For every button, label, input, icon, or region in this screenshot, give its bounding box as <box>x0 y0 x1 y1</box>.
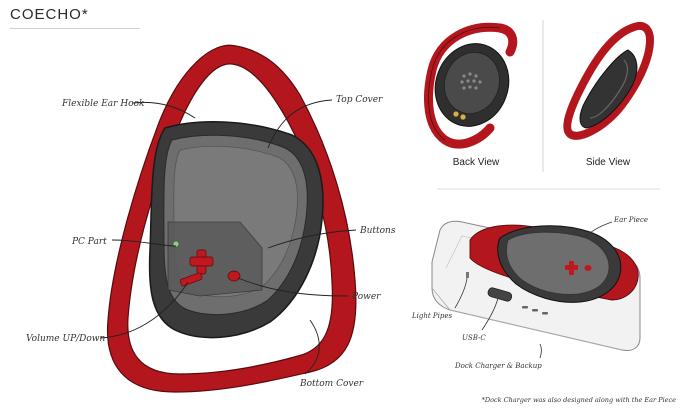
label-bottom-cover: Bottom Cover <box>299 379 364 389</box>
label-dock-charger: Dock Charger & Backup <box>454 362 542 370</box>
label-pc-part: PC Part <box>71 237 107 247</box>
speaker-grille <box>460 72 482 90</box>
side-body <box>579 49 638 129</box>
power-button <box>227 270 241 282</box>
label-usb-c: USB-C <box>462 334 486 342</box>
back-view-render <box>423 22 518 149</box>
back-plate <box>444 52 500 114</box>
main-earpiece <box>106 44 357 393</box>
brand-title: COECHO* <box>10 6 89 23</box>
label-power: Power <box>351 292 381 302</box>
label-buttons: Buttons <box>359 226 396 236</box>
side-view-render <box>563 21 655 140</box>
label-top-cover: Top Cover <box>336 95 383 105</box>
dock-vents <box>522 306 548 315</box>
led-indicator <box>172 240 180 248</box>
label-back-view: Back View <box>453 157 500 168</box>
footnote: *Dock Charger was also designed along wi… <box>482 396 677 404</box>
volume-down-button <box>189 256 214 267</box>
light-pipe-1 <box>466 272 469 278</box>
usb-c-port <box>487 287 513 302</box>
main-leader-lines <box>99 99 357 375</box>
dock-earpiece-cover <box>506 231 610 295</box>
label-flexible-ear-hook: Flexible Ear Hook <box>61 99 144 109</box>
charge-pin-2 <box>460 114 466 120</box>
label-light-pipes: Light Pipes <box>411 312 452 320</box>
side-ear-hook <box>563 21 655 140</box>
dock-leader-lines <box>454 221 613 359</box>
label-volume: Volume UP/Down <box>26 334 105 344</box>
label-ear-piece: Ear Piece <box>613 216 648 224</box>
volume-bar-button <box>179 272 203 287</box>
dock-charger-render <box>431 220 641 351</box>
label-side-view: Side View <box>586 157 631 168</box>
charge-pin-1 <box>453 111 459 117</box>
title-divider <box>10 28 140 29</box>
